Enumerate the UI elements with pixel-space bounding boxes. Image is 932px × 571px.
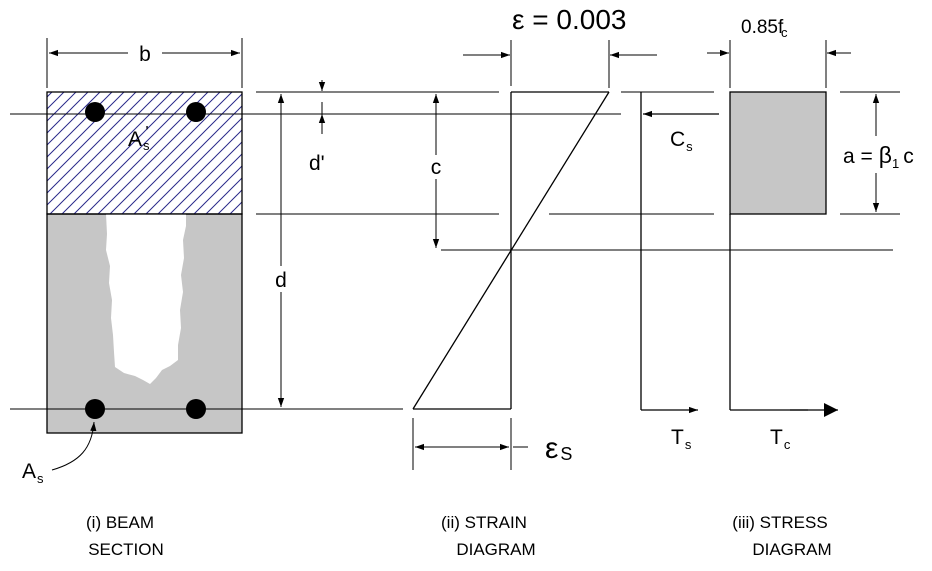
tension-steel-label: As [22, 460, 44, 486]
beam-width-label: b [139, 43, 151, 66]
concrete-tension-force-label: Tc [770, 426, 791, 452]
reference-lines [10, 91, 900, 410]
beam-section: b As' As d' d (i) BEAM SECTION [22, 38, 326, 559]
d-prime-label: d' [309, 152, 325, 175]
compression-bar [186, 102, 206, 122]
compression-steel-label: As' [128, 124, 150, 153]
beam-caption-line1: (i) BEAM [86, 513, 154, 532]
strain-caption-line1: (ii) STRAIN [441, 513, 527, 532]
effective-depth-label: d [275, 269, 287, 292]
stress-block [729, 91, 827, 215]
tension-steel-pointer [51, 421, 97, 471]
beam-caption-line2: SECTION [88, 540, 164, 559]
stress-magnitude-label: 0.85f'c [741, 16, 788, 40]
beam-crack-void [106, 214, 186, 384]
stress-caption-line2: DIAGRAM [752, 540, 831, 559]
steel-compression-force-label: Cs [670, 128, 693, 154]
concrete-strain-label: ε = 0.003 [512, 4, 626, 35]
beam-compression-zone [46, 91, 243, 215]
strain-caption-line2: DIAGRAM [456, 540, 535, 559]
neutral-axis-depth-label: c [431, 156, 442, 179]
stress-caption-line1: (iii) STRESS [732, 513, 827, 532]
compression-bar [85, 102, 105, 122]
steel-tension-force-label: Ts [671, 426, 692, 452]
